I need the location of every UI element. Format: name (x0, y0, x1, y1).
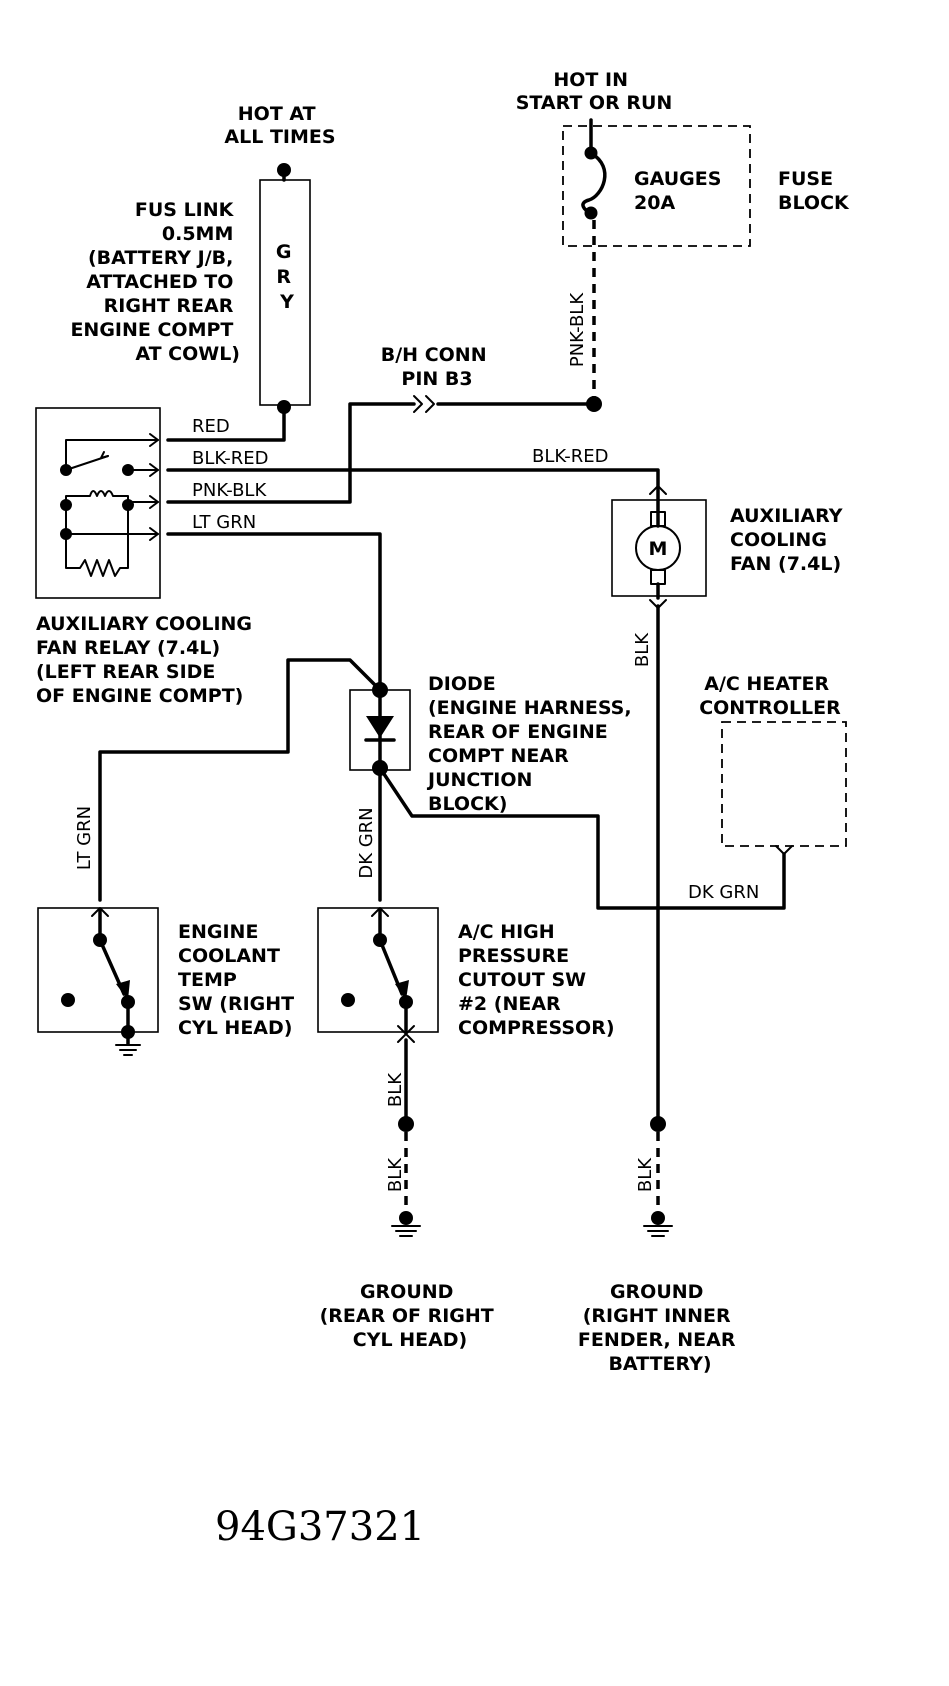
wire-lt-grn-ect (98, 658, 382, 902)
fuse-block-label: FUSE BLOCK (778, 168, 850, 214)
wire-label-blk-red: BLK-RED (192, 448, 269, 469)
aux-cooling-fan-relay (35, 407, 161, 599)
hot-in-start-or-run-label: HOT IN START OR RUN (516, 69, 673, 114)
wire-dk-grn (378, 766, 786, 910)
wire-label-blk-ac-lower: BLK (385, 1157, 406, 1192)
wire-blk-red (166, 468, 660, 490)
hot-at-all-times-label: HOT AT ALL TIMES (224, 103, 335, 148)
ac-switch-label: A/C HIGH PRESSURE CUTOUT SW #2 (NEAR COM… (458, 921, 615, 1039)
motor-symbol: M (649, 538, 668, 560)
ground-left-symbol (391, 1211, 421, 1237)
fuse-label: GAUGES 20A (634, 168, 728, 214)
wire-label-lt-grn: LT GRN (192, 512, 256, 533)
wire-label-pnk-blk: PNK-BLK (192, 480, 267, 501)
wire-label-blk-right-lower: BLK (635, 1157, 656, 1192)
fusible-link (259, 163, 311, 414)
bh-connector (413, 395, 423, 413)
wire-lt-grn (166, 532, 382, 692)
diode-label: DIODE (ENGINE HARNESS, REAR OF ENGINE CO… (426, 673, 638, 815)
wire-label-dk-grn-vert: DK GRN (356, 807, 377, 878)
ground-left-label: GROUND (REAR OF RIGHT CYL HEAD) (320, 1281, 501, 1351)
relay-label: AUXILIARY COOLING FAN RELAY (7.4L) (LEFT… (36, 613, 259, 707)
wire-red (166, 405, 286, 442)
ground-right-symbol (643, 1211, 673, 1237)
wire-label-blk-fan: BLK (632, 632, 653, 667)
wire-label-pnk-blk-vert: PNK-BLK (567, 292, 588, 367)
ac-high-pressure-cutout-switch (317, 907, 439, 1043)
figure-ref: 94G37321 (215, 1504, 425, 1550)
fuse-block (562, 118, 751, 412)
wire-label-blk-red-right: BLK-RED (532, 446, 609, 467)
wire-label-lt-grn-vert: LT GRN (74, 806, 95, 870)
fus-link-color-label: G R Y (276, 241, 298, 313)
wire-label-blk-ac-upper: BLK (385, 1072, 406, 1107)
ect-switch-label: ENGINE COOLANT TEMP SW (RIGHT CYL HEAD) (178, 921, 301, 1039)
aux-fan-label: AUXILIARY COOLING FAN (7.4L) (730, 505, 849, 575)
ac-heater-label: A/C HEATER CONTROLLER (699, 673, 841, 719)
aux-cooling-fan: M (611, 485, 707, 609)
wire-label-dk-grn-right: DK GRN (688, 882, 759, 903)
wire-pnk-blk (166, 402, 416, 504)
ac-heater-controller (721, 721, 847, 855)
wire-label-red: RED (192, 416, 230, 437)
bh-conn-label: B/H CONN PIN B3 (381, 344, 493, 390)
diode (349, 682, 411, 776)
engine-coolant-temp-switch (37, 907, 159, 1056)
fus-link-label: FUS LINK 0.5MM (BATTERY J/B, ATTACHED TO… (70, 199, 240, 365)
ground-right-label: GROUND (RIGHT INNER FENDER, NEAR BATTERY… (578, 1281, 742, 1375)
